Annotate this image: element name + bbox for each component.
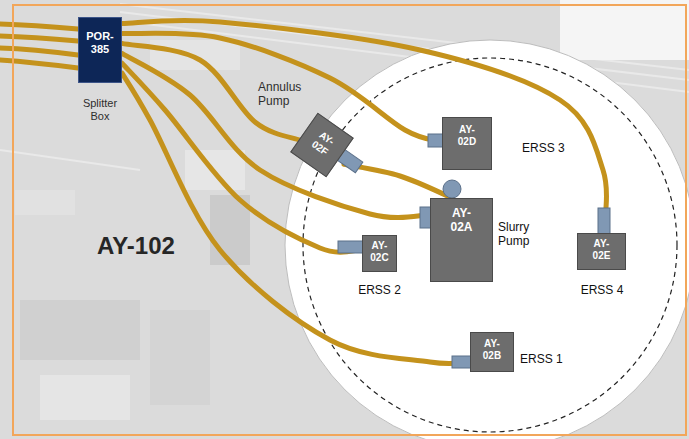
box-body: AY-02A (430, 198, 493, 282)
box-body: AY-02C (362, 235, 397, 272)
tank-inner-dashed (303, 58, 677, 432)
riser-box: AY-02DERSS 3 (442, 117, 492, 170)
riser-box: AY-02BERSS 1 (470, 332, 514, 372)
riser-box: AY-02CERSS 2 (362, 235, 397, 272)
riser-id: AY-02F (308, 120, 343, 158)
nozzle (338, 241, 363, 253)
tank-name: AY-102 (97, 232, 175, 260)
pipe (0, 60, 78, 68)
pipe (0, 48, 78, 55)
box-body: AY-02D (442, 117, 492, 170)
pipe (122, 63, 362, 252)
box-body: AY-02E (577, 233, 626, 270)
pipe (0, 36, 78, 41)
pump-caption: Annulus Pump (258, 80, 308, 109)
riser-id: AY-02B (482, 333, 503, 361)
riser-caption: ERSS 1 (520, 352, 570, 366)
white-panel (560, 0, 689, 60)
nozzle (443, 180, 461, 198)
riser-caption: ERSS 4 (572, 283, 632, 297)
pipe (122, 73, 470, 364)
splitter-box: POR-385Splitter Box (78, 17, 122, 83)
pump-caption: Slurry Pump (498, 220, 543, 249)
riser-caption: ERSS 3 (522, 141, 572, 155)
riser-box: AY-02EERSS 4 (577, 233, 626, 270)
nozzle (452, 356, 472, 368)
box-id: POR-385 (85, 18, 115, 55)
inlet-pipes (0, 24, 78, 68)
riser-id: AY-02A (449, 199, 474, 235)
nozzle (598, 208, 610, 234)
tank-outline (285, 40, 689, 439)
box-body: POR-385 (78, 17, 122, 83)
slurry-pump: AY-02ASlurry Pump (430, 198, 493, 282)
frame (13, 5, 686, 435)
riser-id: AY-02C (369, 236, 390, 263)
annulus-pump: AY-02FAnnulus Pump (300, 121, 344, 169)
pipe (344, 164, 452, 198)
box-body: AY-02F (290, 113, 354, 178)
riser-id: AY-02D (457, 118, 478, 147)
box-body: AY-02B (470, 332, 514, 372)
riser-id: AY-02E (591, 234, 612, 261)
pipe (0, 24, 78, 29)
pipe (122, 20, 606, 233)
riser-caption: ERSS 2 (352, 283, 407, 297)
pipe (122, 53, 430, 217)
box-caption: Splitter Box (78, 97, 122, 123)
pipe (122, 33, 442, 142)
